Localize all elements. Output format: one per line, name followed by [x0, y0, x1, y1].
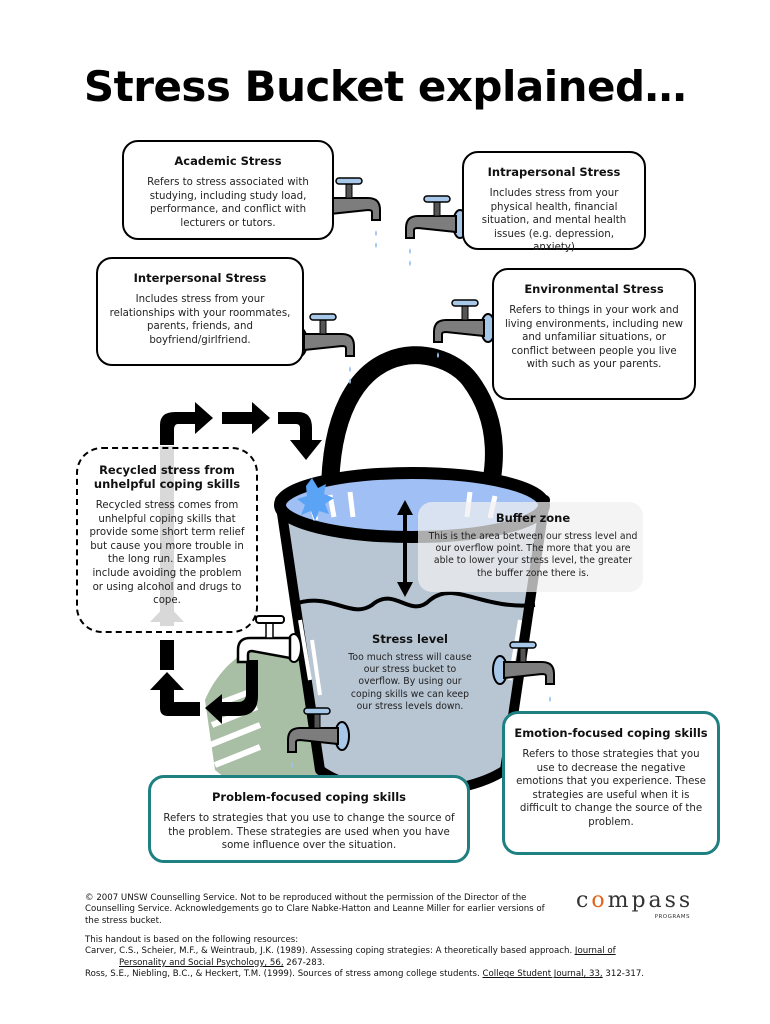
buffer-double-arrow [397, 500, 413, 597]
references: This handout is based on the following r… [85, 935, 705, 981]
reference-carver-journal-b: Personality and Social Psychology, 56, [119, 957, 284, 968]
copyright-notice: © 2007 UNSW Counselling Service. Not to … [85, 893, 545, 926]
reference-carver-authors: Carver, C.S., Scheier, M.F., & Weintraub… [85, 946, 575, 957]
buffer-zone-text: This is the area between our stress leve… [428, 531, 638, 579]
references-intro: This handout is based on the following r… [85, 935, 299, 945]
emotion-focused-box: Emotion-focused coping skills Refers to … [502, 711, 720, 855]
intrapersonal-stress-box: Intrapersonal Stress Includes stress fro… [462, 151, 646, 253]
tap-environmental [433, 299, 496, 358]
buffer-zone-heading: Buffer zone [495, 511, 571, 525]
reference-ross: Ross, S.E., Niebling, B.C., & Heckert, T… [85, 969, 705, 980]
interpersonal-stress-text: Includes stress from your relationships … [109, 294, 291, 346]
problem-focused-box: Problem-focused coping skills Refers to … [148, 775, 470, 863]
problem-focused-text: Refers to strategies that you use to cha… [163, 813, 455, 852]
page-title: Stress Bucket explained… [83, 62, 687, 111]
interpersonal-stress-heading: Interpersonal Stress [133, 271, 267, 285]
recycled-stress-text: Recycled stress comes from unhelpful cop… [89, 500, 245, 607]
environmental-stress-text: Refers to things in your work and living… [504, 305, 684, 371]
reference-carver-journal-a: Journal of [574, 946, 616, 957]
bucket-handle [321, 346, 503, 529]
buffer-zone-label: Buffer zone This is the area between our… [426, 511, 640, 580]
recycle-arrows [150, 402, 322, 724]
reference-ross-pages: 312-317. [602, 969, 645, 980]
logo-mpass: mpass [607, 888, 694, 913]
emotion-focused-heading: Emotion-focused coping skills [514, 726, 708, 740]
overflow-splash [297, 478, 334, 521]
reference-carver-cont: Personality and Social Psychology, 56, 2… [85, 958, 705, 969]
tap-intrapersonal [405, 195, 468, 266]
logo-o: o [591, 888, 608, 913]
emotion-focused-text: Refers to those strategies that you use … [516, 749, 706, 828]
academic-stress-heading: Academic Stress [174, 154, 282, 168]
reference-carver-pages: 267-283. [283, 957, 325, 968]
stress-level-heading: Stress level [372, 632, 448, 646]
stress-level-text: Too much stress will cause our stress bu… [348, 652, 472, 712]
buffer-zone-panel [418, 502, 643, 592]
problem-focused-heading: Problem-focused coping skills [212, 790, 406, 804]
tap-recycled-outflow [236, 615, 302, 664]
reference-ross-authors: Ross, S.E., Niebling, B.C., & Heckert, T… [85, 969, 483, 980]
recycled-stress-heading: Recycled stress from unhelpful coping sk… [93, 463, 241, 491]
tap-emotion-focused [492, 641, 555, 702]
environmental-stress-box: Environmental Stress Refers to things in… [492, 268, 696, 400]
tap-problem-focused [287, 707, 350, 768]
reference-ross-journal: College Student Journal, 33, [482, 969, 603, 980]
recycled-stress-box: Recycled stress from unhelpful coping sk… [76, 447, 258, 633]
academic-stress-text: Refers to stress associated with studyin… [147, 177, 309, 229]
reference-carver: Carver, C.S., Scheier, M.F., & Weintraub… [85, 946, 705, 957]
faded-up-arrow [150, 446, 184, 626]
stress-level-line [291, 591, 536, 612]
intrapersonal-stress-text: Includes stress from your physical healt… [481, 188, 627, 254]
interpersonal-stress-box: Interpersonal Stress Includes stress fro… [96, 257, 304, 366]
stress-level-label: Stress level Too much stress will cause … [342, 632, 478, 713]
academic-stress-box: Academic Stress Refers to stress associa… [122, 140, 334, 240]
environmental-stress-heading: Environmental Stress [524, 282, 664, 296]
intrapersonal-stress-heading: Intrapersonal Stress [487, 165, 621, 179]
logo-c: c [576, 888, 592, 913]
logo-wordmark: compass [576, 888, 693, 913]
logo-subtitle: PROGRAMS [654, 914, 690, 920]
compass-programs-logo: compass PROGRAMS [574, 886, 694, 926]
